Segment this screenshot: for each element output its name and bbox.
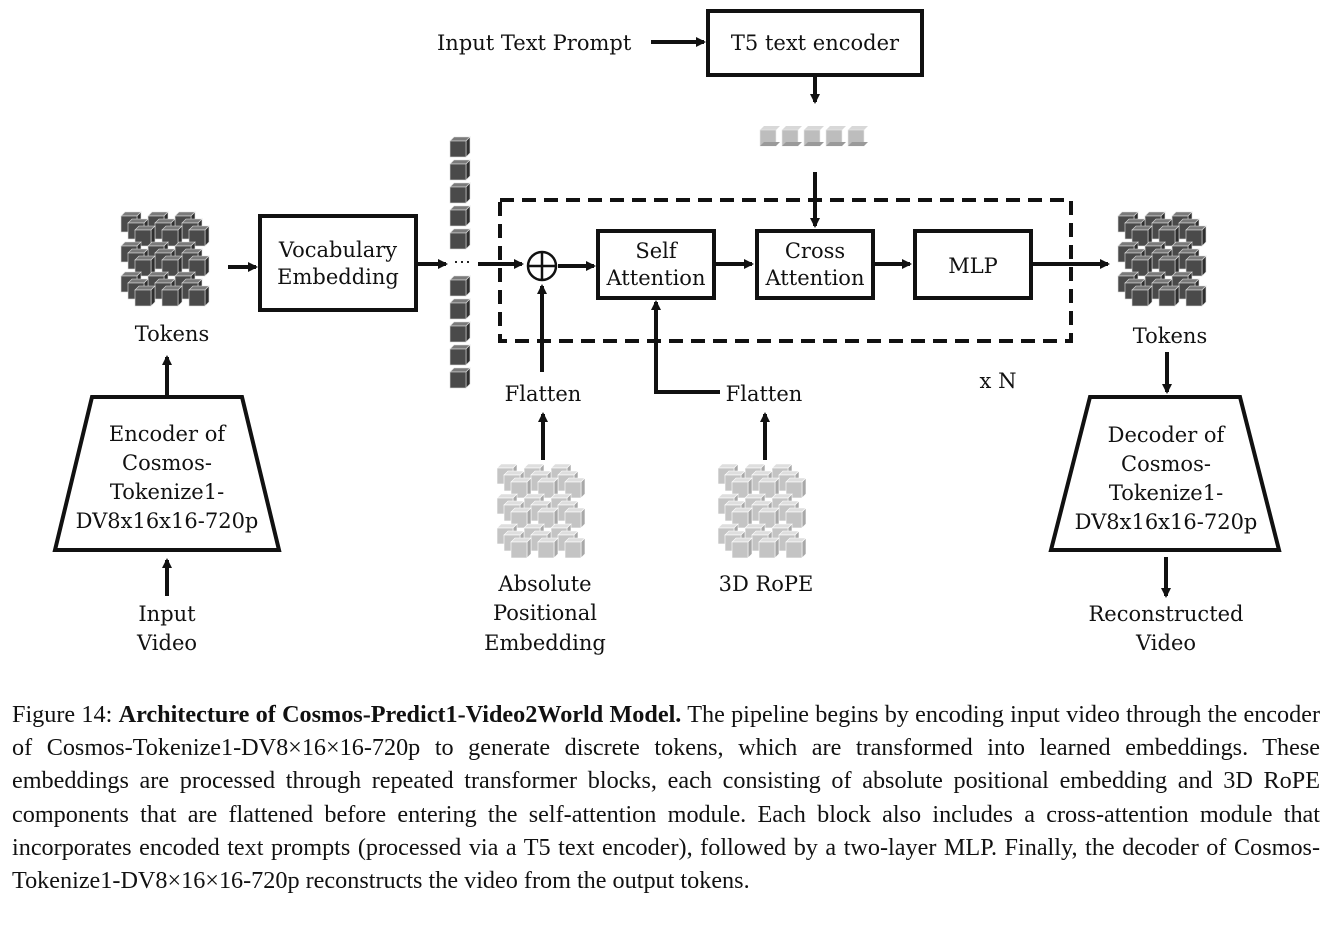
cube <box>161 285 183 307</box>
decoder-line4: DV8x16x16-720p <box>1075 510 1258 534</box>
vocab-embedding-line1: Vocabulary <box>278 238 397 262</box>
embedding-cube <box>449 228 471 250</box>
embedding-cube <box>449 321 471 343</box>
flatten-rope-label: Flatten <box>726 382 803 406</box>
cube <box>1185 285 1207 307</box>
embedding-cube <box>449 182 471 204</box>
cross-attention-line1: Cross <box>785 239 845 263</box>
mlp-label: MLP <box>948 254 998 278</box>
rope-icon <box>717 463 807 559</box>
self-attention-line2: Attention <box>606 266 706 290</box>
cube <box>1158 285 1180 307</box>
cube <box>1131 285 1153 307</box>
embedding-cube <box>449 298 471 320</box>
encoder-line2: Cosmos- <box>122 451 212 475</box>
cube <box>785 537 807 559</box>
cube <box>758 537 780 559</box>
decoder-line2: Cosmos- <box>1121 452 1211 476</box>
figure-caption: Figure 14: Architecture of Cosmos-Predic… <box>12 698 1320 897</box>
caption-title: Architecture of Cosmos-Predict1-Video2Wo… <box>118 701 682 728</box>
cube <box>564 537 586 559</box>
mlp-box <box>913 229 1033 300</box>
t5-encoder-label: T5 text encoder <box>731 31 900 55</box>
encoder-line1: Encoder of <box>109 422 227 446</box>
encoder-trapezoid <box>52 395 282 552</box>
architecture-diagram: Input Text Prompt T5 text encoder Tokens… <box>52 9 1282 655</box>
cube <box>188 285 210 307</box>
decoder-trapezoid <box>1048 395 1282 552</box>
encoder-line4: DV8x16x16-720p <box>76 509 259 533</box>
reconstructed-video-line1: Reconstructed <box>1088 602 1243 626</box>
input-video-line1: Input <box>138 602 196 626</box>
caption-body: The pipeline begins by encoding input vi… <box>12 701 1321 895</box>
embedding-cube <box>449 344 471 366</box>
absolute-positional-embedding-icon <box>496 463 586 559</box>
output-tokens-label: Tokens <box>1133 324 1207 348</box>
cross-attention-line2: Attention <box>765 266 865 290</box>
embedding-cube <box>449 136 471 158</box>
abs-pos-line3: Embedding <box>484 631 606 655</box>
input-video-line2: Video <box>136 631 197 655</box>
decoder-line1: Decoder of <box>1108 423 1227 447</box>
input-tokens-icon <box>120 211 210 307</box>
embedding-cube <box>449 205 471 227</box>
rope-label: 3D RoPE <box>719 572 814 596</box>
embedding-cube <box>449 159 471 181</box>
encoder-line3: Tokenize1- <box>110 480 224 504</box>
self-attention-box <box>596 229 716 300</box>
cube <box>134 285 156 307</box>
input-tokens-label: Tokens <box>135 322 209 346</box>
vocab-embedding-box <box>258 214 418 312</box>
reconstructed-video-line2: Video <box>1135 631 1196 655</box>
caption-label: Figure 14: <box>12 701 119 728</box>
t5-encoder-box <box>706 9 924 77</box>
input-text-prompt-label: Input Text Prompt <box>437 31 632 55</box>
ellipsis-dots: ⋯ <box>453 252 471 273</box>
flatten-abs-label: Flatten <box>505 382 582 406</box>
vocab-embedding-line2: Embedding <box>277 265 399 289</box>
embedding-cube <box>449 275 471 297</box>
output-tokens-icon <box>1117 211 1207 307</box>
embedding-cube <box>449 367 471 389</box>
arrow-flatten-to-self-attention <box>651 300 720 394</box>
text-embedding-tokens <box>759 125 869 147</box>
transformer-block-boundary <box>498 198 1073 343</box>
cube <box>537 537 559 559</box>
abs-pos-line1: Absolute <box>497 572 591 596</box>
abs-pos-line2: Positional <box>493 601 597 625</box>
decoder-line3: Tokenize1- <box>1109 481 1223 505</box>
cube <box>510 537 532 559</box>
repeat-n-label: x N <box>980 369 1017 393</box>
self-attention-line1: Self <box>635 239 679 263</box>
cube <box>731 537 753 559</box>
